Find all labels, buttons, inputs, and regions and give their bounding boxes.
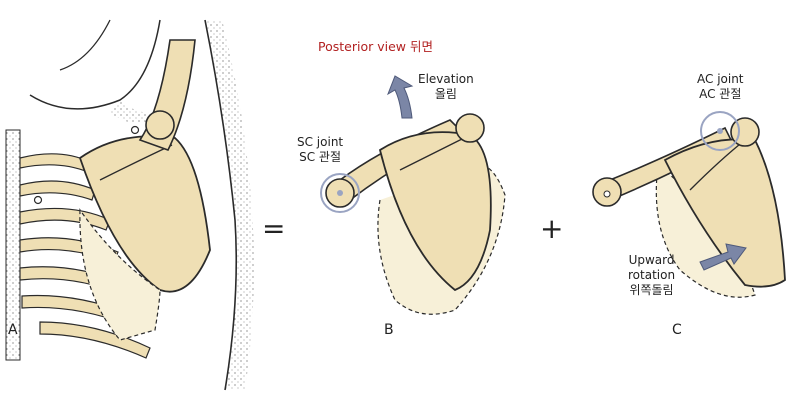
sc-joint-b-ring <box>320 173 360 213</box>
panel-a-illustration <box>5 19 254 391</box>
elevation-arrow <box>387 75 414 119</box>
scapula-a-lower <box>79 208 161 341</box>
clavicle-c-dot <box>603 190 611 198</box>
panel-b-illustration <box>320 75 506 315</box>
vertebral-column <box>5 129 21 361</box>
panel-c-letter: C <box>672 322 682 338</box>
elevation-label-ko: 올림 <box>434 87 457 101</box>
panel-a-letter: A <box>8 322 18 338</box>
torso-shading <box>205 20 254 390</box>
upward-rotation-label-en-2: rotation <box>628 268 676 282</box>
ac-joint-label-ko: AC 관절 <box>699 87 742 101</box>
sc-joint-label: SC joint SC 관절 <box>297 135 343 165</box>
upward-rotation-arrow <box>699 243 747 271</box>
ac-joint-c-dot <box>717 128 723 134</box>
sc-joint-label-en: SC joint <box>297 135 344 149</box>
equals-sign: = <box>262 212 286 245</box>
figure-title: Posterior view 뒤면 <box>318 39 433 54</box>
acromion-a-knob <box>145 110 175 140</box>
torso-outline <box>204 19 238 391</box>
acromion-b-knob <box>455 113 485 143</box>
ac-joint-label: AC joint AC 관절 <box>697 72 744 102</box>
neck-outline <box>29 19 161 110</box>
sc-joint-b-dot <box>337 190 343 196</box>
upward-rotation-label-ko: 위쪽돌림 <box>629 283 674 297</box>
panel-c-illustration <box>592 111 786 298</box>
elevation-label-en: Elevation <box>418 72 474 86</box>
neck-outline-2 <box>59 19 111 71</box>
upward-rotation-label: Upward rotation 위쪽돌림 <box>628 253 675 298</box>
scapula-b-body <box>378 131 492 292</box>
sc-joint-label-ko: SC 관절 <box>299 150 342 164</box>
ac-joint-label-en: AC joint <box>697 72 744 86</box>
ac-joint-c-ring <box>700 111 740 151</box>
elevation-label: Elevation 올림 <box>418 72 474 102</box>
plus-sign: + <box>540 212 564 245</box>
ac-joint-a-dot <box>130 125 140 135</box>
upward-rotation-label-en-1: Upward <box>628 253 675 267</box>
panel-b-letter: B <box>384 322 394 338</box>
sc-joint-a-dot <box>33 195 43 205</box>
